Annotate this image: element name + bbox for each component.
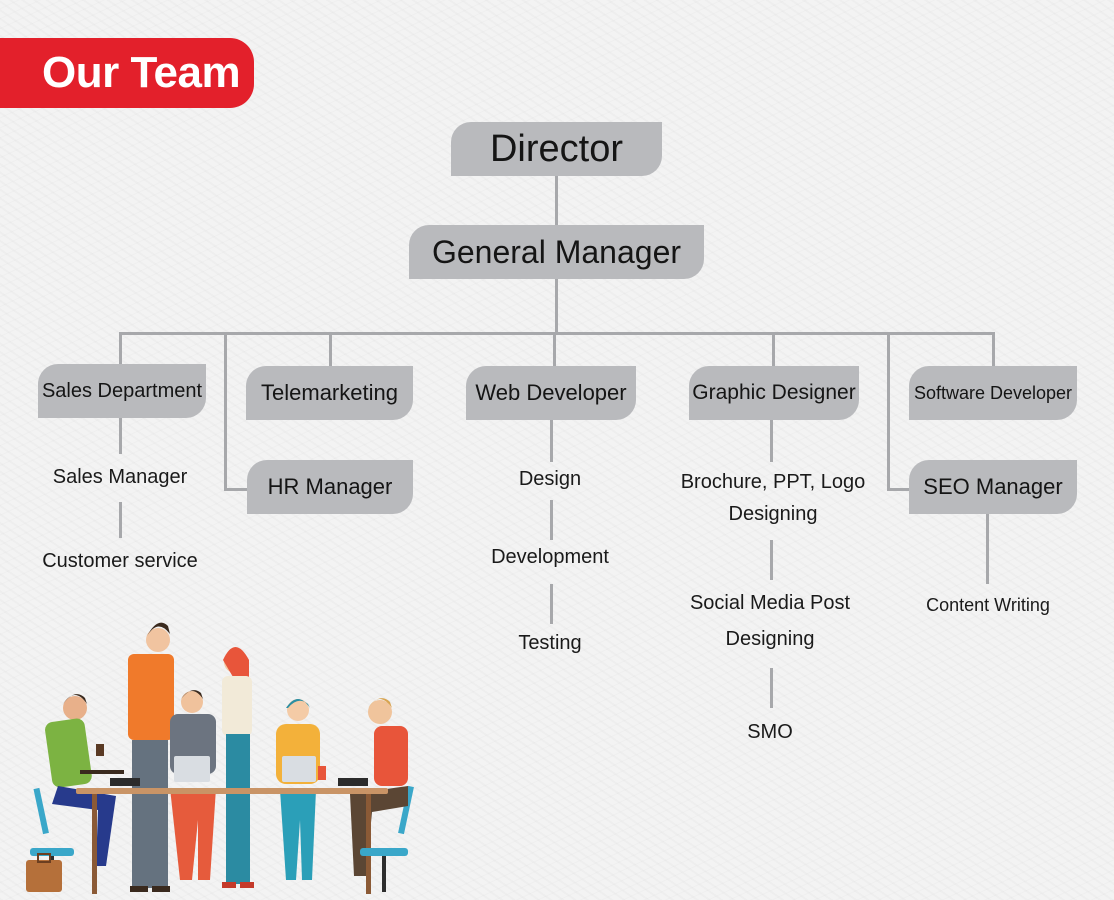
line-bus-seo [887,332,890,490]
line-design-development [550,500,553,540]
seo-manager-box: SEO Manager [909,460,1077,514]
content-writing-label: Content Writing [926,595,1050,615]
line-hr-spur [224,488,250,491]
director-box: Director [451,122,662,176]
line-bus [119,332,995,335]
line-social-smo [770,668,773,708]
line-bus-sales [119,332,122,366]
software-developer-box: Software Developer [909,366,1077,420]
line-bus-telemarketing [329,332,332,368]
line-sales-manager [119,418,122,454]
design-label: Design [518,468,582,490]
customer-service-label: Customer service [42,550,198,572]
sales-department-box: Sales Department [38,364,206,418]
social-designing-label: Designing [725,628,815,650]
development-label: Development [491,546,609,568]
general-manager-box: General Manager [409,225,704,279]
line-brochure-social [770,540,773,580]
line-bus-web [553,332,556,368]
page-title-banner: Our Team [0,38,254,108]
brochure-label: Brochure, PPT, Logo [680,471,866,493]
line-seo-content [986,514,989,584]
hr-manager-box: HR Manager [247,460,413,514]
social-media-label: Social Media Post [689,592,851,614]
brochure-designing-label: Designing [728,503,818,525]
line-development-testing [550,584,553,624]
line-bus-software [992,332,995,368]
telemarketing-box: Telemarketing [246,366,413,420]
line-bus-graphic [772,332,775,368]
line-gm-bus [555,278,558,334]
sales-manager-label: Sales Manager [52,466,188,488]
testing-label: Testing [518,632,582,654]
team-illustration [26,622,414,894]
web-developer-box: Web Developer [466,366,636,420]
line-web-design [550,420,553,462]
line-graphic-brochure [770,420,773,462]
smo-label: SMO [747,721,793,743]
line-director-gm [555,175,558,227]
line-bus-hr [224,332,227,490]
graphic-designer-box: Graphic Designer [689,366,859,420]
line-seo-spur [887,488,913,491]
line-manager-service [119,502,122,538]
